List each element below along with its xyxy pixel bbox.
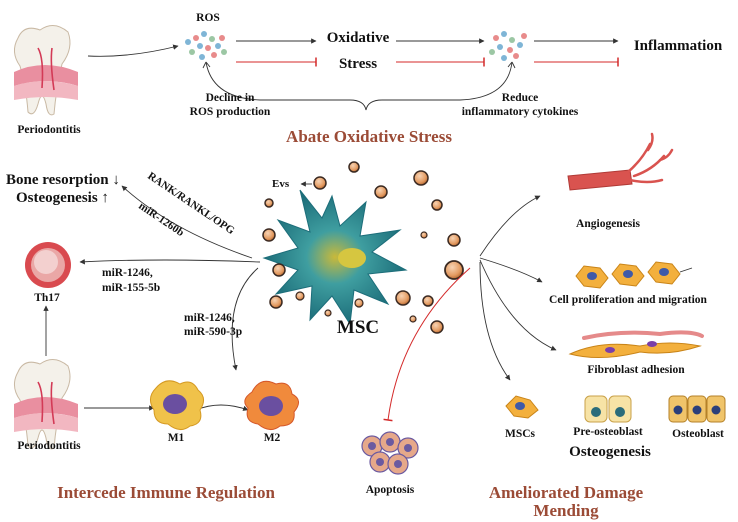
ros-particles-right xyxy=(489,31,527,61)
section-title-immune: Intercede Immune Regulation xyxy=(57,483,275,502)
oxidative-label: Oxidative xyxy=(326,30,390,46)
msc-cell-icon xyxy=(262,189,408,326)
th17-cell-icon xyxy=(25,242,71,288)
fibroblast-icon xyxy=(568,330,704,359)
pre-osteoblast-label: Pre-osteoblast xyxy=(573,426,643,438)
m2-macrophage-icon xyxy=(244,380,299,430)
m1-macrophage-icon xyxy=(150,380,204,430)
tooth-icon-bottom xyxy=(14,359,78,450)
th17-label: Th17 xyxy=(34,292,60,304)
mscs-cell-icon xyxy=(505,395,539,419)
ros-particles-left xyxy=(185,31,227,60)
section-title-oxidative: Abate Oxidative Stress xyxy=(286,127,452,146)
mir-m-line2: miR-590-3p xyxy=(184,326,243,338)
mir-m-line1: miR-1246, xyxy=(184,312,235,324)
arrow-tooth-to-ros xyxy=(87,44,179,57)
section-title-damage-line2: Mending xyxy=(533,501,599,520)
arrow-msc-to-m2 xyxy=(231,267,259,371)
m2-label: M2 xyxy=(263,432,281,444)
proliferating-cells-icon xyxy=(575,261,693,289)
decline-label-line2: ROS production xyxy=(189,106,271,118)
mir-th17-line1: miR-1246, xyxy=(102,267,153,279)
osteoblast-icon xyxy=(668,395,726,423)
reduce-label-line2: inflammatory cytokines xyxy=(461,106,579,118)
apoptosis-label: Apoptosis xyxy=(365,484,415,496)
osteogenesis-left-label: Osteogenesis ↑ xyxy=(16,190,109,206)
mscs-label: MSCs xyxy=(504,428,536,440)
msc-label: MSC xyxy=(336,317,380,338)
decline-label-line1: Decline in xyxy=(205,92,255,104)
fibroblast-label: Fibroblast adhesion xyxy=(587,364,685,376)
feedback-brace xyxy=(205,61,513,111)
inflammation-label: Inflammation xyxy=(633,38,723,54)
inhibit-msc-to-apoptosis xyxy=(383,267,471,422)
apoptosis-cells-icon xyxy=(361,431,419,475)
proliferation-label: Cell proliferation and migration xyxy=(549,294,707,306)
arrow-msc-to-th17 xyxy=(79,259,261,265)
stress-label: Stress xyxy=(338,56,378,72)
arrow-msc-to-bone xyxy=(121,185,253,259)
periodontitis-top-label: Periodontitis xyxy=(17,124,81,136)
extracellular-vesicles xyxy=(262,161,464,334)
tooth-icon-top xyxy=(14,25,78,116)
mir-th17-line2: miR-155-5b xyxy=(102,282,161,294)
arrow-m1-to-m2 xyxy=(195,404,249,411)
blood-vessel-icon xyxy=(567,132,674,191)
evs-label: Evs xyxy=(272,178,290,190)
osteoblast-label: Osteoblast xyxy=(672,428,724,440)
reduce-label-line1: Reduce xyxy=(501,92,539,104)
periodontitis-bottom-label: Periodontitis xyxy=(17,440,81,452)
angiogenesis-label: Angiogenesis xyxy=(576,218,640,230)
bone-resorption-label: Bone resorption ↓ xyxy=(6,172,120,188)
m1-label: M1 xyxy=(167,432,185,444)
ros-label: ROS xyxy=(196,12,220,24)
section-title-damage-line1: Ameliorated Damage xyxy=(488,483,644,502)
msc-right-arrows xyxy=(479,195,557,381)
osteogenesis-right-label: Osteogenesis xyxy=(569,444,651,460)
pre-osteoblast-icon xyxy=(584,395,632,423)
